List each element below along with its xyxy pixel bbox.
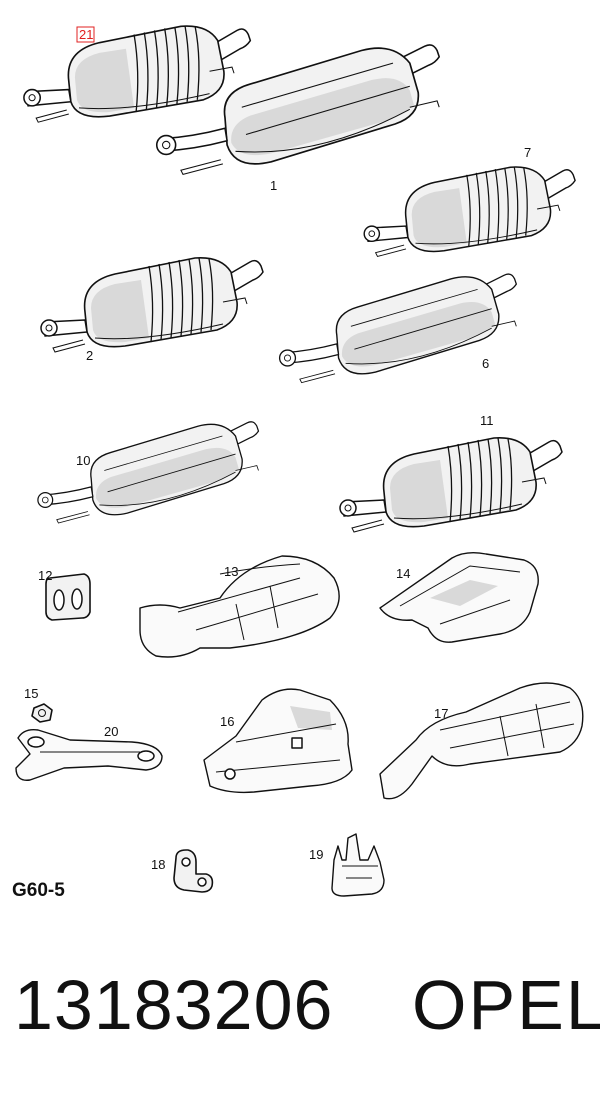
callout-1: 1 [270, 178, 277, 193]
muffler-part-11 [339, 436, 563, 533]
callout-18: 18 [151, 857, 165, 872]
callout-17: 17 [434, 706, 448, 721]
heat-shield-part-14 [379, 551, 539, 643]
callout-12: 12 [38, 568, 52, 583]
clip-bracket-part-19 [331, 833, 385, 897]
callout-box-21 [76, 26, 95, 43]
muffler-part-6 [278, 273, 518, 384]
callout-13: 13 [224, 564, 238, 579]
callout-6: 6 [482, 356, 489, 371]
exhaust-parts-diagram: 21 1 7 2 6 10 11 12 13 [15, 25, 584, 897]
heat-shield-part-17 [379, 682, 584, 800]
callout-11: 11 [480, 413, 494, 428]
bracket-part-20 [15, 728, 163, 781]
muffler-part-7 [363, 166, 576, 258]
muffler-part-10 [37, 421, 260, 524]
callout-16: 16 [220, 714, 234, 729]
callout-10: 10 [76, 453, 90, 468]
callout-21: 21 [79, 27, 93, 42]
callout-19: 19 [309, 847, 323, 862]
catalog-code: G60-5 [12, 880, 65, 901]
callout-2: 2 [86, 348, 93, 363]
nut-part-15 [31, 703, 53, 723]
part-number: 13183206 [14, 966, 334, 1044]
brand-name: OPEL [412, 966, 600, 1044]
heat-shield-part-16 [203, 688, 353, 794]
callout-7: 7 [524, 145, 531, 160]
callout-15: 15 [24, 686, 38, 701]
muffler-part-21 [23, 25, 252, 124]
angle-bracket-part-18 [173, 849, 214, 893]
callout-20: 20 [104, 724, 118, 739]
muffler-part-2 [40, 256, 264, 353]
rubber-hanger-part-12 [45, 573, 91, 621]
heat-shield-part-13 [139, 555, 340, 658]
callout-14: 14 [396, 566, 410, 581]
